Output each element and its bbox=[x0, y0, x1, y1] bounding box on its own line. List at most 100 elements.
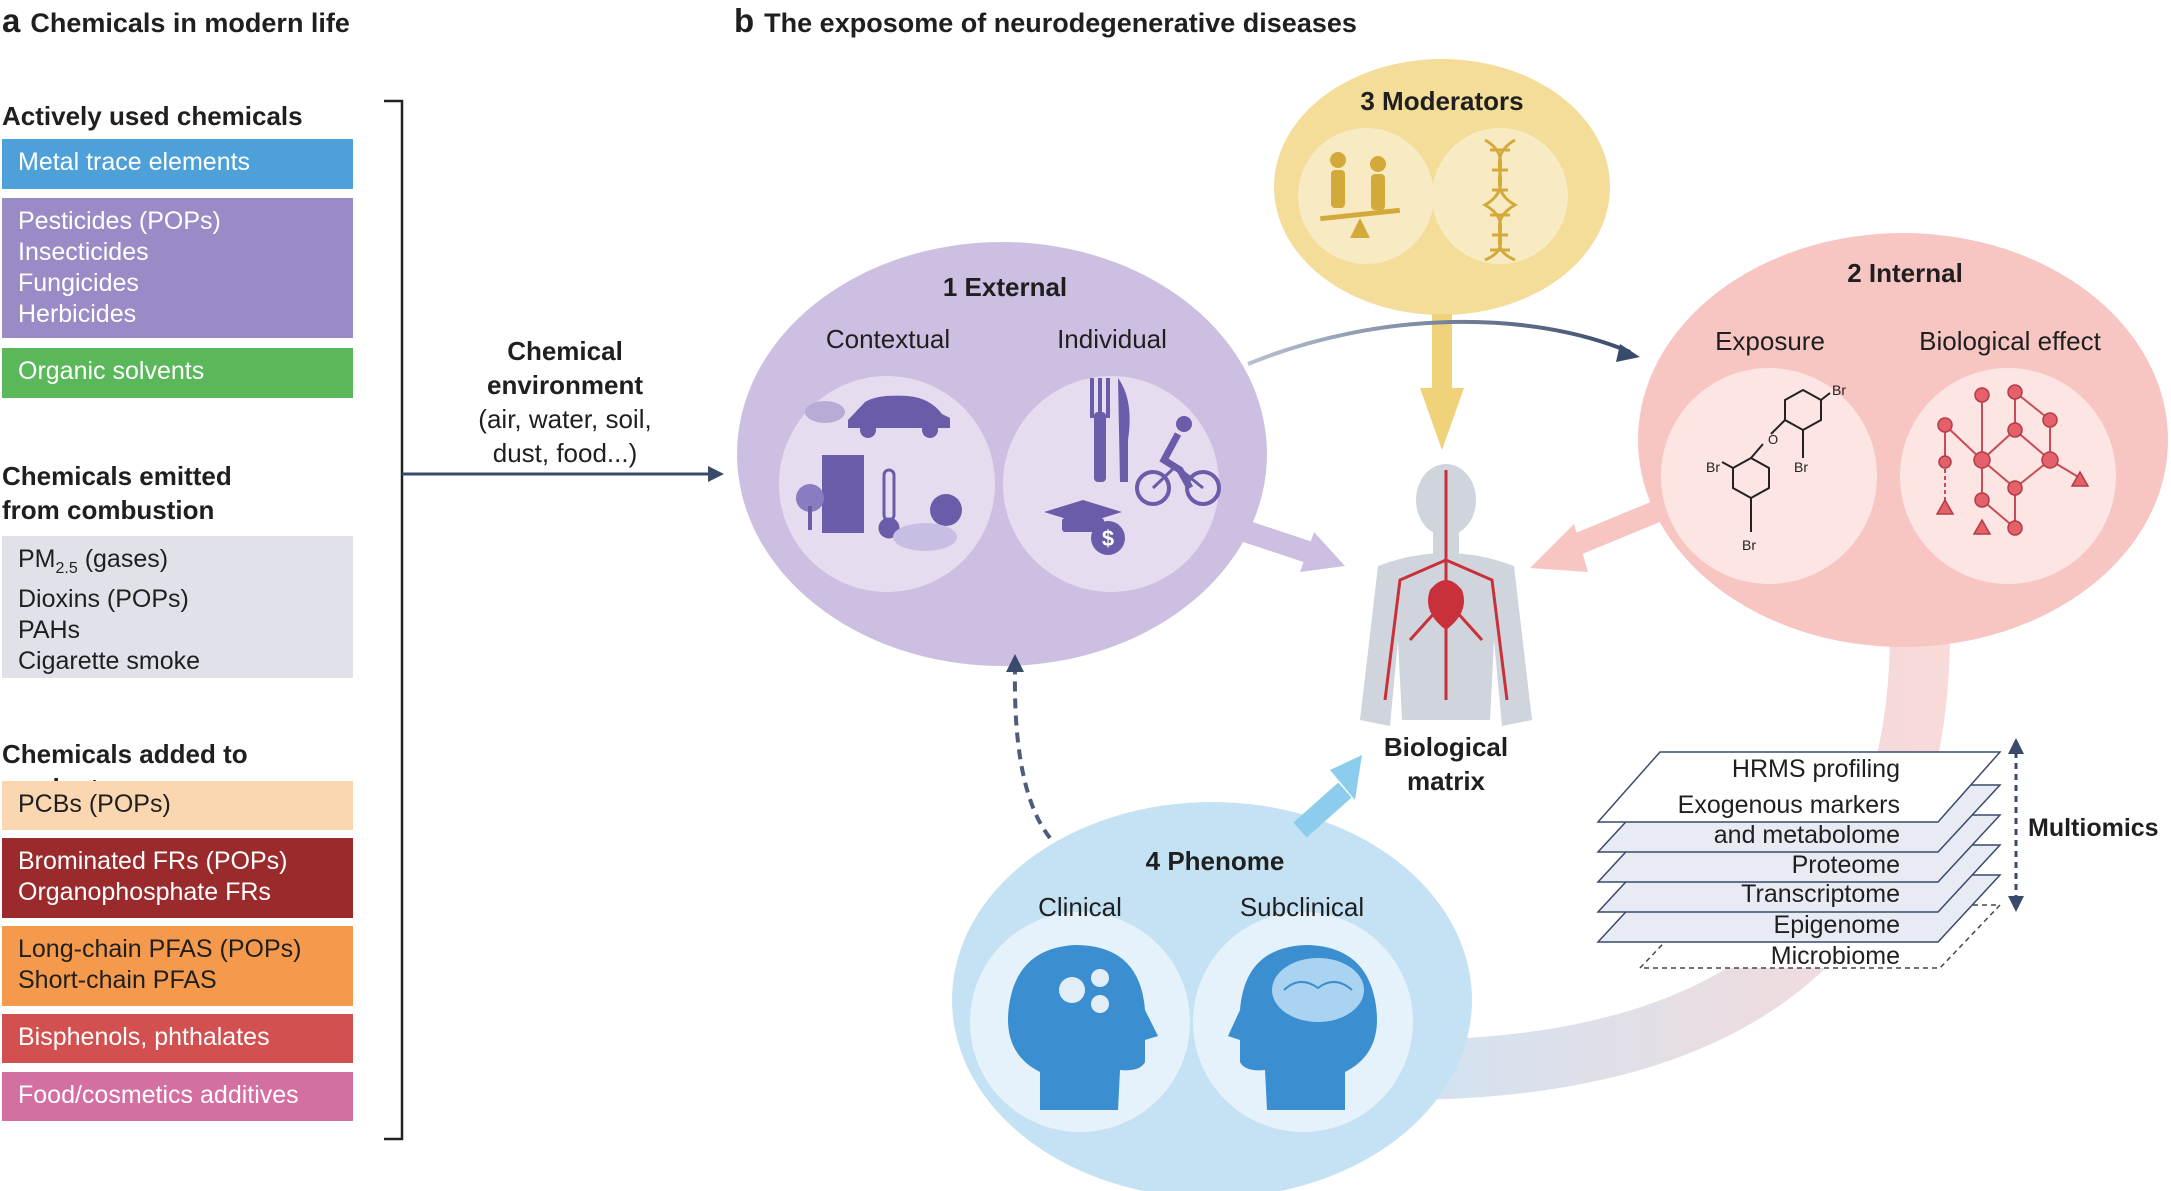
box-line: Organophosphate FRs bbox=[18, 878, 271, 906]
layer-label-exogenous: Exogenous markers bbox=[1677, 791, 1900, 819]
box-line: PCBs (POPs) bbox=[18, 790, 171, 818]
box-line: Pesticides (POPs) bbox=[18, 207, 221, 235]
internal-title: 2 Internal bbox=[1847, 258, 1963, 288]
heading-line: from combustion bbox=[2, 495, 215, 525]
cyclist-icon bbox=[1135, 416, 1221, 506]
env-line: (air, water, soil, bbox=[478, 404, 652, 434]
moderators-title: 3 Moderators bbox=[1360, 86, 1524, 116]
dollar-icon: $ bbox=[1091, 521, 1125, 555]
layer-label-microbiome: Microbiome bbox=[1770, 942, 1900, 970]
br-label-2: Br bbox=[1794, 459, 1808, 475]
box-line: Food/cosmetics additives bbox=[18, 1081, 299, 1109]
external-to-internal-arrow-head bbox=[1616, 344, 1640, 362]
multiomics-double-arrow bbox=[2008, 738, 2024, 912]
omics-layer-stack bbox=[1596, 751, 2002, 969]
env-line: dust, food...) bbox=[492, 438, 638, 468]
env-line: Chemical bbox=[507, 336, 623, 366]
phenome-title: 4 Phenome bbox=[1145, 846, 1285, 876]
matrix-line: Biological bbox=[1383, 732, 1509, 762]
matrix-line: matrix bbox=[1406, 766, 1486, 796]
external-to-internal-arrow bbox=[1247, 319, 1631, 366]
layer-label-epigenome: Epigenome bbox=[1773, 911, 1900, 939]
biological-matrix-label: Biological matrix bbox=[1356, 730, 1536, 798]
group-heading-actively-used: Actively used chemicals bbox=[2, 101, 303, 131]
head-brain-icon bbox=[1228, 945, 1377, 1110]
box-line: Fungicides bbox=[18, 269, 139, 297]
box-line: Dioxins (POPs) bbox=[18, 585, 189, 613]
fork-knife-icon bbox=[1090, 378, 1130, 482]
subclinical-label: Subclinical bbox=[1239, 892, 1365, 922]
br-label-3: Br bbox=[1706, 459, 1720, 475]
panel-b-title-text: The exposome of neurodegenerative diseas… bbox=[764, 8, 1357, 38]
biological-effect-circle bbox=[1900, 368, 2116, 584]
box-metal-trace: Metal trace elements bbox=[2, 139, 353, 189]
chemical-environment-label: Chemical environment (air, water, soil, … bbox=[440, 334, 690, 470]
clinical-label: Clinical bbox=[1038, 892, 1122, 922]
thermometer-icon bbox=[878, 468, 900, 539]
oxygen-label: O bbox=[1768, 432, 1778, 447]
env-line: environment bbox=[486, 370, 644, 400]
box-bisphenols: Bisphenols, phthalates bbox=[2, 1014, 353, 1063]
box-line: Long-chain PFAS (POPs) bbox=[18, 935, 302, 963]
layer-metabolome bbox=[1596, 751, 2002, 823]
box-food-additives: Food/cosmetics additives bbox=[2, 1072, 353, 1121]
box-line: Organic solvents bbox=[18, 357, 205, 385]
panel-a-title: a Chemicals in modern life bbox=[2, 2, 350, 40]
panel-b-letter: b bbox=[734, 2, 755, 39]
building-icon bbox=[796, 455, 864, 533]
box-pcbs: PCBs (POPs) bbox=[2, 781, 353, 830]
pm-rest: (gases) bbox=[77, 545, 169, 573]
pm-text: PM bbox=[18, 545, 56, 573]
box-brominated: Brominated FRs (POPs) Organophosphate FR… bbox=[2, 838, 353, 918]
panel-b-title: b The exposome of neurodegenerative disea… bbox=[734, 2, 1357, 40]
car-icon bbox=[805, 395, 950, 438]
box-pesticides: Pesticides (POPs) Insecticides Fungicide… bbox=[2, 198, 353, 338]
box-organic-solvents: Organic solvents bbox=[2, 348, 353, 398]
dna-icon bbox=[1481, 138, 1519, 262]
box-line: Short-chain PFAS bbox=[18, 966, 217, 994]
box-pfas: Long-chain PFAS (POPs) Short-chain PFAS bbox=[2, 926, 353, 1006]
layer-label-proteome: Proteome bbox=[1791, 851, 1900, 879]
layer-label-transcriptome: Transcriptome bbox=[1741, 880, 1900, 908]
br-label-1: Br bbox=[1832, 382, 1846, 398]
br-label-4: Br bbox=[1742, 537, 1756, 553]
env-arrow-head bbox=[708, 466, 724, 482]
phenome-arrow-head bbox=[1330, 755, 1362, 800]
group-heading-combustion: Chemicals emitted from combustion bbox=[2, 459, 232, 527]
moderator-circle-balance bbox=[1298, 128, 1434, 264]
graduation-cap-icon bbox=[1044, 500, 1122, 532]
human-body-icon bbox=[1360, 464, 1532, 726]
external-arrow-shaft bbox=[1226, 515, 1324, 567]
network-icon bbox=[1935, 384, 2090, 536]
layer-label-metabolome: and metabolome bbox=[1713, 821, 1900, 849]
multiomics-label: Multiomics bbox=[2028, 814, 2159, 842]
biological-effect-label: Biological effect bbox=[1919, 326, 2101, 356]
moderators-arrow-head bbox=[1420, 388, 1464, 450]
box-line: Brominated FRs (POPs) bbox=[18, 847, 288, 875]
panel-a-title-text: Chemicals in modern life bbox=[30, 8, 350, 38]
contextual-label: Contextual bbox=[825, 324, 951, 354]
external-title: 1 External bbox=[942, 272, 1068, 302]
heading-line: Chemicals emitted bbox=[2, 461, 232, 491]
phenome-arrow-shaft bbox=[1293, 782, 1352, 838]
moderator-circle-dna bbox=[1432, 128, 1568, 264]
head-gears-icon bbox=[1008, 945, 1158, 1110]
sun-cloud-icon bbox=[893, 494, 962, 551]
box-line-pm: PM2.5 (gases) bbox=[18, 544, 337, 584]
bracket bbox=[384, 99, 404, 1141]
box-line: Bisphenols, phthalates bbox=[18, 1023, 270, 1051]
internal-arrow-head bbox=[1530, 524, 1588, 572]
panel-a-letter: a bbox=[2, 2, 21, 39]
balance-people-icon bbox=[1320, 152, 1401, 238]
box-line: Metal trace elements bbox=[18, 148, 251, 176]
box-line: Herbicides bbox=[18, 300, 137, 328]
layer-label-hrms: HRMS profiling bbox=[1731, 755, 1900, 783]
individual-circle bbox=[1003, 376, 1219, 592]
phenome-to-external-dashed-arrow bbox=[1012, 669, 1052, 840]
box-line: Insecticides bbox=[18, 238, 149, 266]
exposure-label: Exposure bbox=[1715, 326, 1825, 356]
internal-arrow-shaft bbox=[1563, 499, 1665, 559]
box-line: Cigarette smoke bbox=[18, 647, 201, 675]
